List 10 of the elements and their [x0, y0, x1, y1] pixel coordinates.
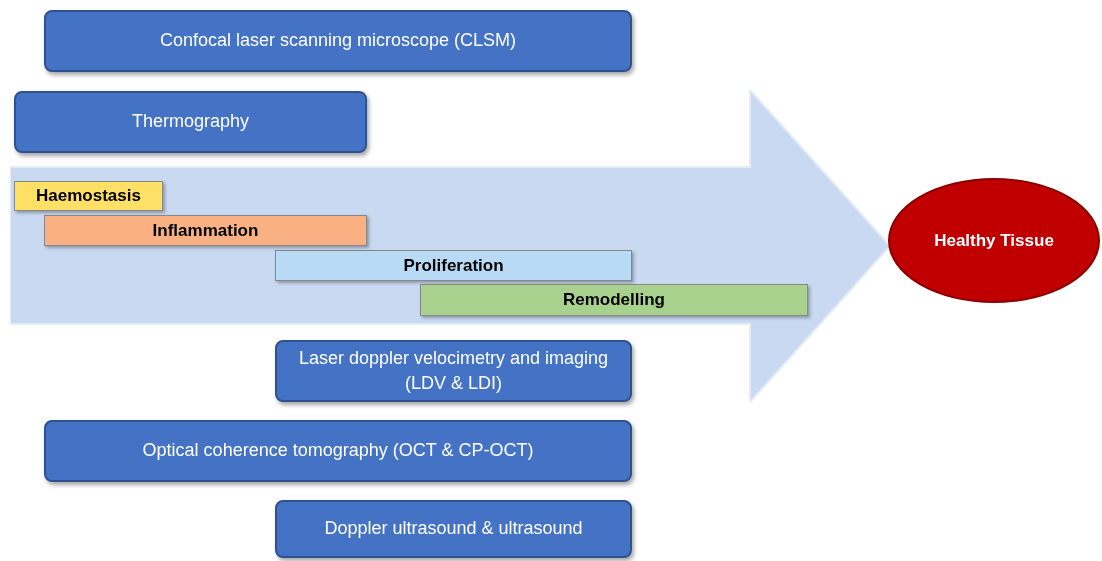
- phase-bar: Inflammation: [44, 215, 367, 246]
- technique-box: Optical coherence tomography (OCT & CP-OCT): [44, 420, 632, 482]
- phase-bar: Proliferation: [275, 250, 632, 281]
- phase-bar: Remodelling: [420, 284, 808, 316]
- phase-bar: Haemostasis: [14, 181, 163, 211]
- ellipse-node: Healthy Tissue: [888, 178, 1100, 303]
- technique-box: Thermography: [14, 91, 367, 153]
- technique-box: Confocal laser scanning microscope (CLSM): [44, 10, 632, 72]
- technique-box: Doppler ultrasound & ultrasound: [275, 500, 632, 558]
- technique-box: Laser doppler velocimetry and imaging (LDV & LDI): [275, 340, 632, 402]
